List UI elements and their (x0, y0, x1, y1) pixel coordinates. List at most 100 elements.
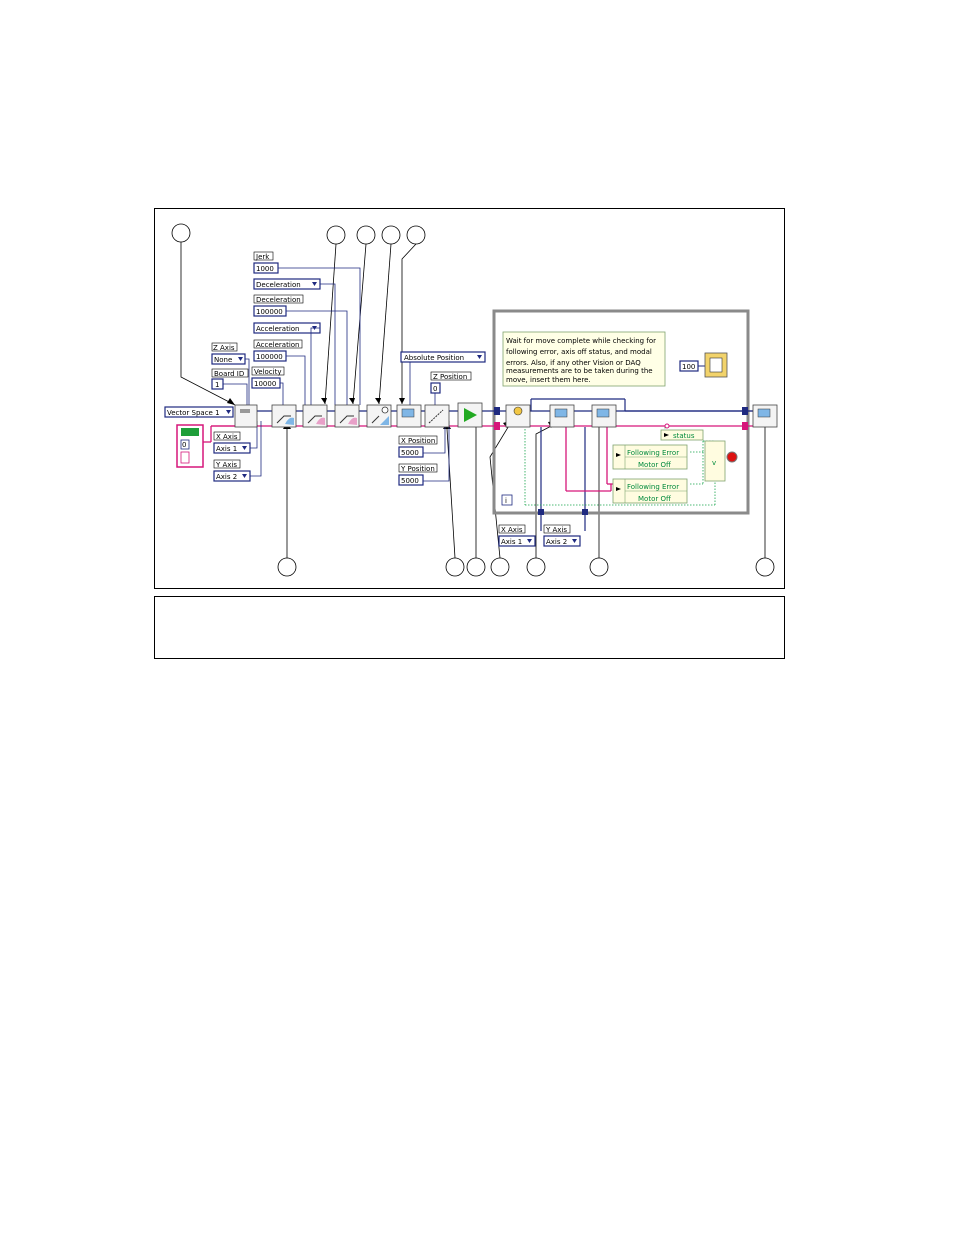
velocity-label-box (251, 366, 285, 376)
z-axis-label-box (211, 342, 238, 352)
chevron-down-icon (242, 474, 247, 478)
error-code-field (180, 439, 190, 450)
vector-space-control[interactable] (164, 406, 234, 418)
loop-x-axis-control[interactable] (498, 535, 536, 547)
callout-circles-bottom (277, 557, 775, 577)
chevron-down-icon (477, 355, 482, 359)
y-position-control[interactable] (398, 474, 424, 486)
callout-circle (171, 223, 191, 243)
acceleration-label: Acceleration (256, 341, 300, 349)
motor-off-label: Motor Off (638, 461, 671, 469)
callout-circle (326, 225, 346, 245)
x-position-label-box (398, 435, 438, 445)
configure-vector-space-vi[interactable] (234, 404, 258, 428)
y-position-label-box (398, 463, 438, 473)
loop-comment-line: following error, axis off status, and mo… (506, 348, 652, 356)
loop-tunnel (742, 407, 748, 415)
or-symbol: v (712, 459, 716, 467)
block-diagram: Wait for move complete while checking fo… (164, 223, 778, 577)
loop-y-axis-value: Axis 2 (546, 538, 567, 546)
chevron-down-icon (238, 357, 243, 361)
following-error-label: Following Error (627, 449, 679, 457)
y-axis-label-box (213, 459, 241, 469)
loop-tunnel (742, 422, 748, 430)
loop-tunnel (494, 422, 500, 430)
callout-circle (466, 557, 486, 577)
deceleration-mode-value: Deceleration (256, 281, 301, 289)
x-position-control[interactable] (398, 446, 424, 458)
callout-circle (445, 557, 465, 577)
loop-y-axis-control[interactable] (543, 535, 581, 547)
wait-clock-icon (709, 357, 723, 373)
error-source-field (180, 451, 190, 464)
x-axis-label: X Axis (216, 433, 238, 441)
acceleration-value: 100000 (256, 353, 283, 361)
velocity-value: 10000 (254, 380, 276, 388)
callout-circles-top (171, 223, 426, 245)
compound-or[interactable] (704, 440, 726, 482)
arrow-right-icon (664, 433, 669, 437)
callout-circle (277, 557, 297, 577)
y-position-value: 5000 (401, 477, 419, 485)
loop-tunnel (582, 509, 588, 515)
check-move-complete-vi[interactable] (505, 404, 531, 428)
board-id-label-box (211, 368, 249, 378)
y-position-label: Y Position (400, 465, 435, 473)
z-position-control[interactable] (430, 382, 441, 394)
y-axis-label: Y Axis (215, 461, 237, 469)
loop-stop-terminal (726, 451, 738, 463)
following-error-label: Following Error (627, 483, 679, 491)
caption-box (154, 596, 785, 659)
warning-icon (513, 406, 523, 416)
board-id-label: Board ID (214, 370, 244, 378)
loop-x-axis-label-box (498, 524, 526, 534)
iteration-label: i (505, 497, 507, 505)
vi-chain (234, 402, 778, 428)
z-axis-value: None (214, 356, 232, 364)
x-axis-label-box (213, 431, 241, 441)
jerk-value: 1000 (256, 265, 274, 273)
callout-circle (526, 557, 546, 577)
vi-glyphs (240, 406, 771, 425)
loop-tunnel (494, 407, 500, 415)
z-position-value: 0 (433, 385, 437, 393)
acceleration-mode-value: Acceleration (256, 325, 300, 333)
loop-comment-line: errors. Also, if any other Vision or DAQ (506, 359, 641, 367)
loop-tunnel (538, 509, 544, 515)
chevron-down-icon (312, 282, 317, 286)
block-diagram-frame: Wait for move complete while checking fo… (154, 208, 785, 589)
deceleration-label: Deceleration (256, 296, 301, 304)
arrow-right-icon (616, 453, 621, 457)
loop-comment-line: move, insert them here. (506, 376, 591, 384)
position-mode-control[interactable] (400, 351, 486, 363)
loop-comment-line: Wait for move complete while checking fo… (506, 337, 656, 345)
callout-circle (406, 225, 426, 245)
status-label: status (673, 432, 695, 440)
error-code-value: 0 (182, 441, 186, 449)
x-position-value: 5000 (401, 449, 419, 457)
z-position-label-box (430, 371, 472, 381)
chevron-down-icon (572, 539, 577, 543)
deceleration-label-box (253, 294, 304, 304)
status-unbundle[interactable] (660, 429, 704, 441)
acceleration-label-box (253, 339, 303, 349)
pink-wires (203, 425, 755, 492)
deceleration-value: 100000 (256, 308, 283, 316)
chevron-down-icon (226, 410, 231, 414)
motor-off-label: Motor Off (638, 495, 671, 503)
loop-y-axis-label-box (543, 524, 571, 534)
error-status-boolean (181, 428, 199, 436)
loop-x-axis-label: X Axis (501, 526, 523, 534)
wait-ms-value: 100 (682, 363, 695, 371)
jerk-label: Jerk (255, 253, 270, 261)
loop-comment-line: measurements are to be taken during the (506, 367, 653, 375)
callout-circle (589, 557, 609, 577)
loop-x-axis-value: Axis 1 (501, 538, 522, 546)
arrow-right-icon (616, 487, 621, 491)
vector-space-value: Vector Space 1 (167, 409, 220, 417)
play-icon (464, 408, 477, 422)
loop-comment (502, 331, 666, 387)
wire-junction (664, 423, 670, 429)
callout-leaders (180, 242, 766, 559)
jerk-label-box (253, 251, 274, 261)
